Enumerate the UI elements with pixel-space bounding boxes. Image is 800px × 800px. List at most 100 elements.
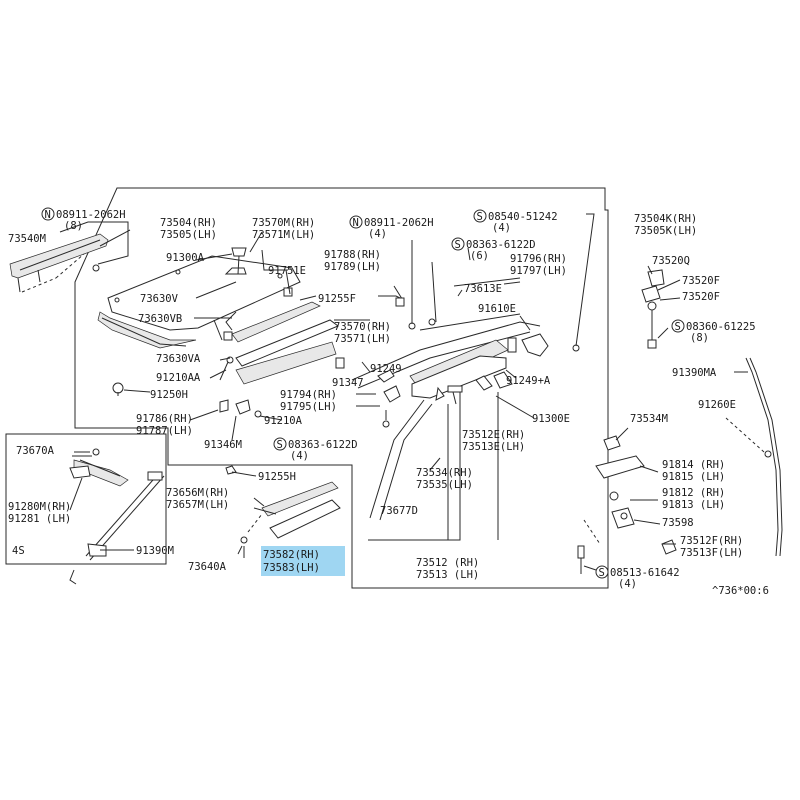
label-73640a: 73640A [188, 561, 227, 573]
label-73656m-rh: 73656M(RH) [166, 487, 229, 499]
label-91210aa: 91210AA [156, 372, 201, 384]
label-91255h: 91255H [258, 471, 296, 483]
label-73504k-rh: 73504K(RH) [634, 213, 697, 225]
label-91794-rh: 91794(RH) [280, 389, 337, 401]
label-n08911-mid: 08911-2062H [364, 217, 434, 229]
label-91300a: 91300A [166, 252, 205, 264]
inset-4s-parts [69, 448, 165, 585]
circle-symbols: N N S S S S S [41, 207, 685, 579]
label-n08911-left: 08911-2062H [56, 209, 126, 221]
label-s08360: 08360-61225 [686, 321, 756, 333]
label-91390ma: 91390MA [672, 367, 717, 379]
label-73505k-lh: 73505K(LH) [634, 225, 697, 237]
label-73520f-2: 73520F [682, 291, 720, 303]
label-91786-rh: 91786(RH) [136, 413, 193, 425]
label-91815-lh: 91815 (LH) [662, 471, 725, 483]
s-symbol-2: S [455, 239, 461, 251]
label-91249a: 91249+A [506, 375, 551, 387]
label-73630vb: 73630VB [138, 313, 182, 325]
label-s08363-bottom: 08363-6122D [288, 439, 358, 451]
label-73571-lh: 73571(LH) [334, 333, 391, 345]
label-91787-lh: 91787(LH) [136, 425, 193, 437]
label-s08540: 08540-51242 [488, 211, 558, 223]
front-header-assembly [351, 213, 595, 408]
label-73570m-rh: 73570M(RH) [252, 217, 315, 229]
label-73520q: 73520Q [652, 255, 690, 267]
s-symbol-4: S [277, 439, 283, 451]
main-panel-outline [74, 187, 609, 589]
label-91280m-rh: 91280M(RH) [8, 501, 71, 513]
label-91347: 91347 [332, 377, 364, 389]
label-73534m: 73534M [630, 413, 668, 425]
label-73630v: 73630V [140, 293, 179, 305]
label-73677d: 73677D [380, 505, 418, 517]
label-s08513-qty: (4) [618, 578, 637, 590]
label-91250h: 91250H [150, 389, 188, 401]
label-s08540-qty: (4) [492, 222, 511, 234]
leader-lines [69, 229, 748, 571]
s-symbol-1: S [477, 211, 483, 223]
label-73505-lh: 73505(LH) [160, 229, 217, 241]
label-s08513: 08513-61642 [610, 567, 680, 579]
label-73513f-lh: 73513F(LH) [680, 547, 743, 559]
weatherstrip-73570m [231, 301, 339, 385]
label-s08363-top-qty: (6) [470, 250, 489, 262]
label-91260e: 91260E [698, 399, 736, 411]
label-4s: 4S [12, 545, 25, 557]
label-73540m: 73540M [8, 233, 46, 245]
label-73512e-rh: 73512E(RH) [462, 429, 525, 441]
label-73571m-lh: 73571M(LH) [252, 229, 315, 241]
label-91813-lh: 91813 (LH) [662, 499, 725, 511]
label-91789-lh: 91789(LH) [324, 261, 381, 273]
label-91814-rh: 91814 (RH) [662, 459, 725, 471]
label-73630va: 73630VA [156, 353, 201, 365]
label-91281-lh: 91281 (LH) [8, 513, 71, 525]
rail-73540m [9, 221, 129, 293]
label-91255f: 91255F [318, 293, 356, 305]
label-73583-lh: 73583(LH) [263, 562, 320, 574]
label-91795-lh: 91795(LH) [280, 401, 337, 413]
label-s08363-bottom-qty: (4) [290, 450, 309, 462]
part-labels: 08911-2062H (8) 73540M 73504(RH) 73505(L… [8, 209, 769, 597]
footer-code: ^736*00:6 [712, 585, 769, 597]
label-91610e: 91610E [478, 303, 516, 315]
label-91788-rh: 91788(RH) [324, 249, 381, 261]
label-91346m: 91346M [204, 439, 242, 451]
label-91751e: 91751E [268, 265, 306, 277]
label-73504-rh: 73504(RH) [160, 217, 217, 229]
label-s08360-qty: (8) [690, 332, 709, 344]
label-91812-rh: 91812 (RH) [662, 487, 725, 499]
n-symbol-2: N [353, 217, 359, 229]
pillar-trim-73534 [368, 392, 499, 541]
label-73657m-lh: 73657M(LH) [166, 499, 229, 511]
label-73513e-lh: 73513E(LH) [462, 441, 525, 453]
s-symbol-5: S [599, 567, 605, 579]
label-73670a: 73670A [16, 445, 55, 457]
label-n08911-mid-qty: (4) [368, 228, 387, 240]
label-n08911-left-qty: (8) [64, 220, 83, 232]
label-91300e: 91300E [532, 413, 570, 425]
label-73520f-1: 73520F [682, 275, 720, 287]
label-73512f-rh: 73512F(RH) [680, 535, 743, 547]
label-73598: 73598 [662, 517, 694, 529]
label-91210a: 91210A [264, 415, 303, 427]
label-73570-rh: 73570(RH) [334, 321, 391, 333]
label-73512-rh: 73512 (RH) [416, 557, 479, 569]
label-73613e: 73613E [464, 283, 502, 295]
label-73513-lh: 73513 (LH) [416, 569, 479, 581]
n-symbol-1: N [45, 209, 51, 221]
label-91390m: 91390M [136, 545, 174, 557]
label-91249: 91249 [370, 363, 402, 375]
center-small-parts [219, 357, 401, 428]
label-91797-lh: 91797(LH) [510, 265, 567, 277]
label-s08363-top: 08363-6122D [466, 239, 536, 251]
highlight-box [261, 546, 345, 576]
label-91796-rh: 91796(RH) [510, 253, 567, 265]
label-73582-rh: 73582(RH) [263, 549, 320, 561]
inset-4s-box [5, 433, 167, 565]
s-symbol-3: S [675, 321, 681, 333]
label-73534-rh: 73534(RH) [416, 467, 473, 479]
label-73535-lh: 73535(LH) [416, 479, 473, 491]
